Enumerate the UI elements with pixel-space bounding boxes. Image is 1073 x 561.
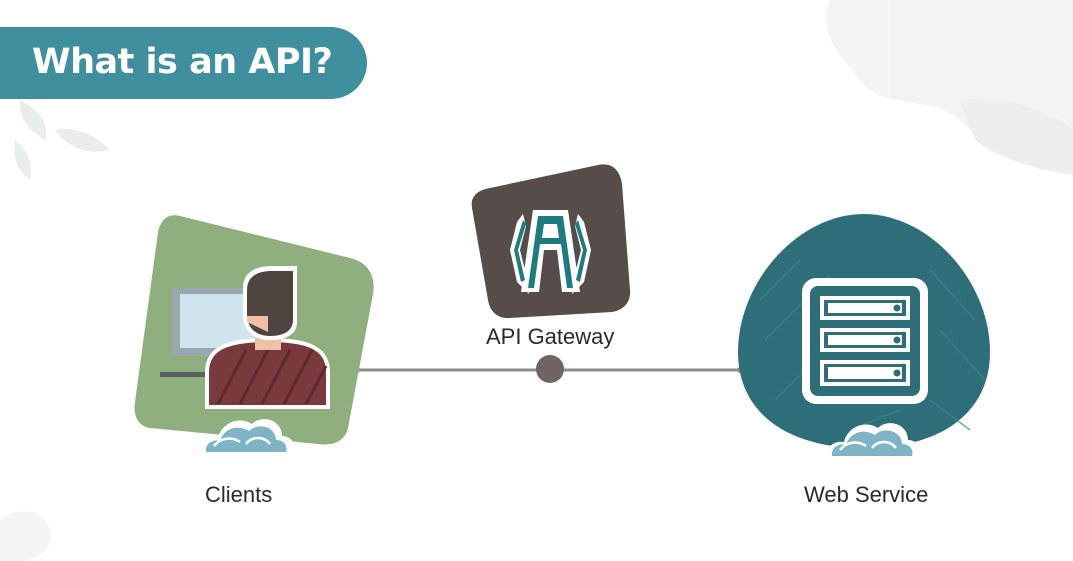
page-title: What is an API?	[32, 42, 333, 82]
server-rack-icon	[802, 278, 928, 404]
api-gateway-icon	[510, 210, 591, 294]
connector-hub	[536, 355, 564, 383]
client-user-icon	[160, 266, 330, 409]
gateway-node	[471, 164, 631, 319]
clients-label: Clients	[205, 482, 273, 507]
service-cloud-icon	[825, 423, 922, 460]
gateway-label: API Gateway	[486, 324, 615, 349]
clients-node	[134, 215, 374, 456]
clients-cloud-icon	[199, 419, 296, 456]
title-banner	[0, 27, 367, 99]
service-node	[738, 214, 990, 460]
service-label: Web Service	[804, 482, 929, 507]
